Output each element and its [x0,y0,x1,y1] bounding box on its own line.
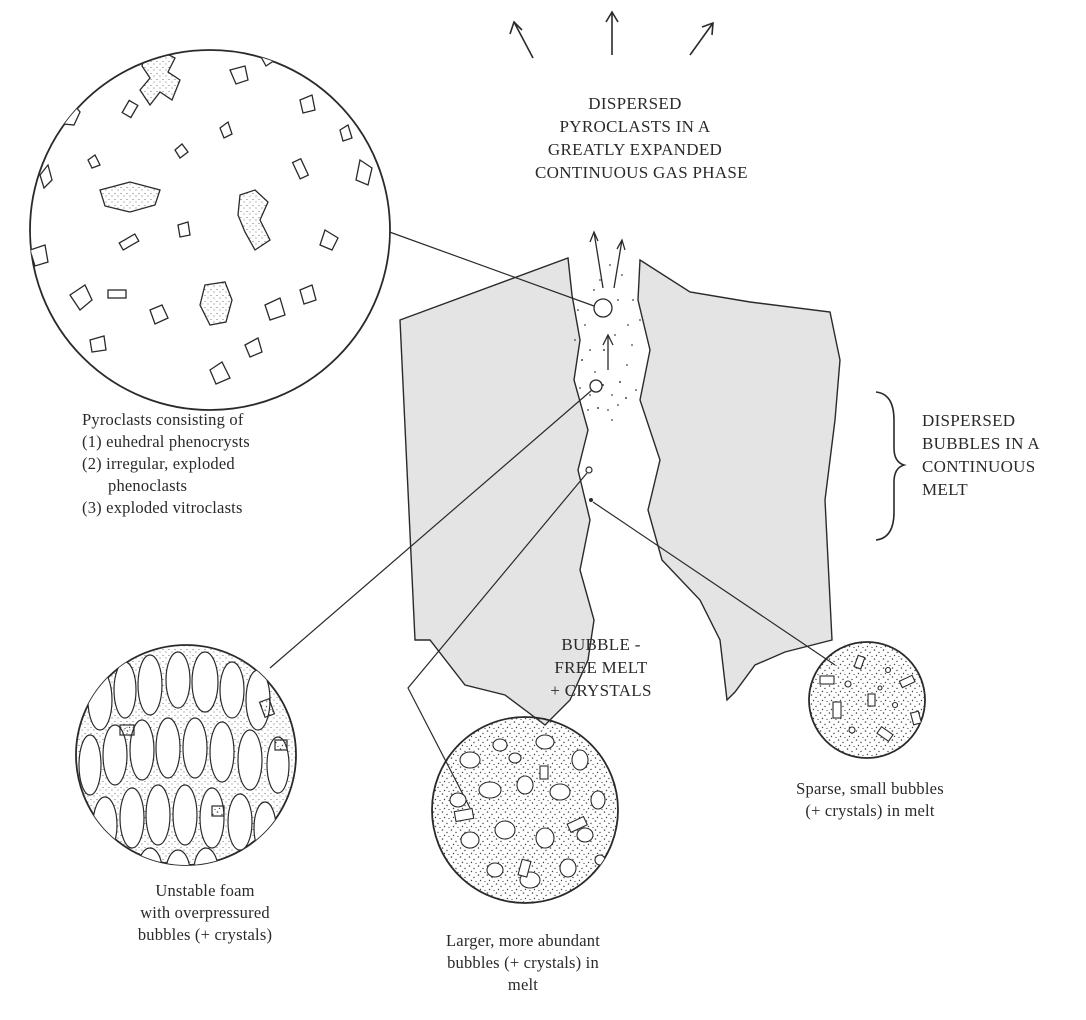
label-sparse-bubbles: Sparse, small bubbles (+ crystals) in me… [765,778,975,822]
gas-escape-arrows [510,12,713,58]
sample-point-sparse [589,498,593,502]
label-bubble-free-melt: BUBBLE - FREE MELT + CRYSTALS [526,633,676,702]
sparse-bubbles-magnified-view [809,642,925,758]
unstable-foam-magnified-view [76,645,296,894]
label-dispersed-bubbles: DISPERSED BUBBLES IN A CONTINUOUS MELT [922,409,1082,501]
sample-point-gas [594,299,612,317]
label-larger-bubbles: Larger, more abundant bubbles (+ crystal… [413,930,633,996]
pyroclasts-magnified-view [30,48,390,410]
label-dispersed-pyroclasts: DISPERSED PYROCLASTS IN A GREATLY EXPAND… [535,92,735,184]
sample-point-larger [586,467,592,473]
label-pyroclasts-consisting: Pyroclasts consisting of (1) euhedral ph… [82,409,342,519]
brace [876,392,904,540]
label-unstable-foam: Unstable foam with overpressured bubbles… [110,880,300,946]
larger-bubbles-magnified-view [432,717,618,903]
